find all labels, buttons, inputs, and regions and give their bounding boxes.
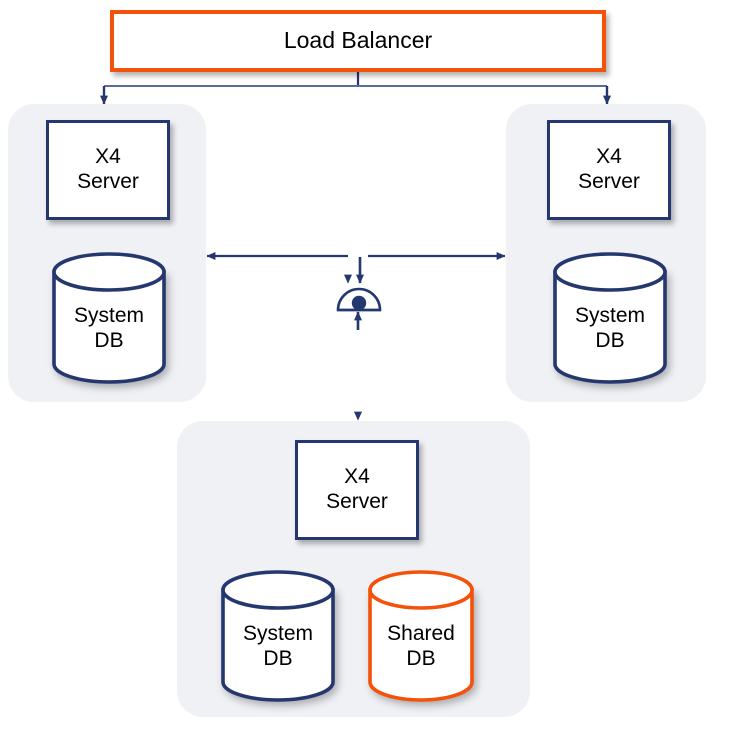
left-x4-server-label-line2: Server (77, 170, 139, 193)
load-balancer-label: Load Balancer (283, 27, 433, 54)
bottom-x4-server-box[interactable]: X4 Server (295, 440, 419, 540)
right-x4-server-label-line1: X4 (596, 145, 622, 169)
right-x4-server-label-line2: Server (578, 170, 640, 193)
right-x4-server-box[interactable]: X4 Server (547, 120, 671, 220)
left-system-db-cylinder[interactable]: System DB (50, 252, 168, 384)
wire-loadbalancer-fork (100, 72, 611, 105)
central-hub[interactable] (333, 281, 385, 315)
bottom-x4-server-label-line2: Server (326, 490, 388, 513)
right-system-db-cylinder[interactable]: System DB (551, 252, 669, 384)
wire-bus-into-hub (344, 257, 364, 284)
bottom-x4-server-label-line1: X4 (344, 465, 370, 489)
load-balancer-box[interactable]: Load Balancer (110, 10, 606, 72)
left-x4-server-label-line1: X4 (95, 145, 121, 169)
left-x4-server-box[interactable]: X4 Server (46, 120, 170, 220)
bottom-system-db-cylinder[interactable]: System DB (219, 570, 337, 702)
bottom-shared-db-cylinder[interactable]: Shared DB (366, 570, 476, 702)
